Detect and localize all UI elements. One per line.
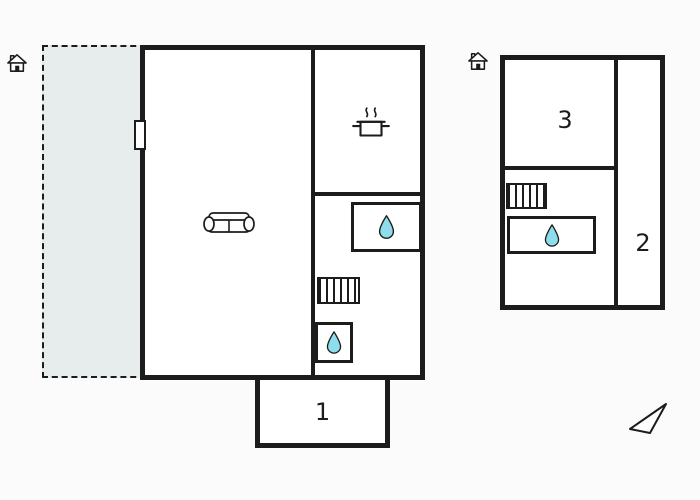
room-3-label: 3 <box>540 102 590 138</box>
room-1: 1 <box>255 375 390 448</box>
kitchen-wall-horizontal <box>313 192 423 196</box>
stairs-icon <box>506 183 547 209</box>
shower-box <box>507 216 596 254</box>
cooking-pot-icon <box>350 104 392 146</box>
water-drop-icon <box>325 330 343 355</box>
annex-interior-wall-horizontal <box>503 166 616 170</box>
water-drop-icon <box>543 223 561 248</box>
annex-building-outline <box>500 55 665 310</box>
terrace-area <box>42 45 146 378</box>
entrance-house-icon <box>467 51 489 71</box>
room-1-label: 1 <box>314 397 331 426</box>
room-2-label: 2 <box>618 225 668 261</box>
north-arrow-icon <box>626 400 670 440</box>
shower-box <box>315 322 353 363</box>
bathroom-box <box>351 202 422 252</box>
room-3-label-text: 3 <box>557 106 573 134</box>
door-marker <box>134 120 146 150</box>
room-2-label-text: 2 <box>635 229 651 257</box>
annex-interior-wall-vertical <box>614 58 618 307</box>
entrance-house-icon <box>6 53 28 73</box>
water-drop-icon <box>377 214 396 240</box>
stairs-icon <box>317 277 360 304</box>
main-interior-wall-vertical <box>311 48 315 378</box>
sofa-icon <box>202 207 256 239</box>
